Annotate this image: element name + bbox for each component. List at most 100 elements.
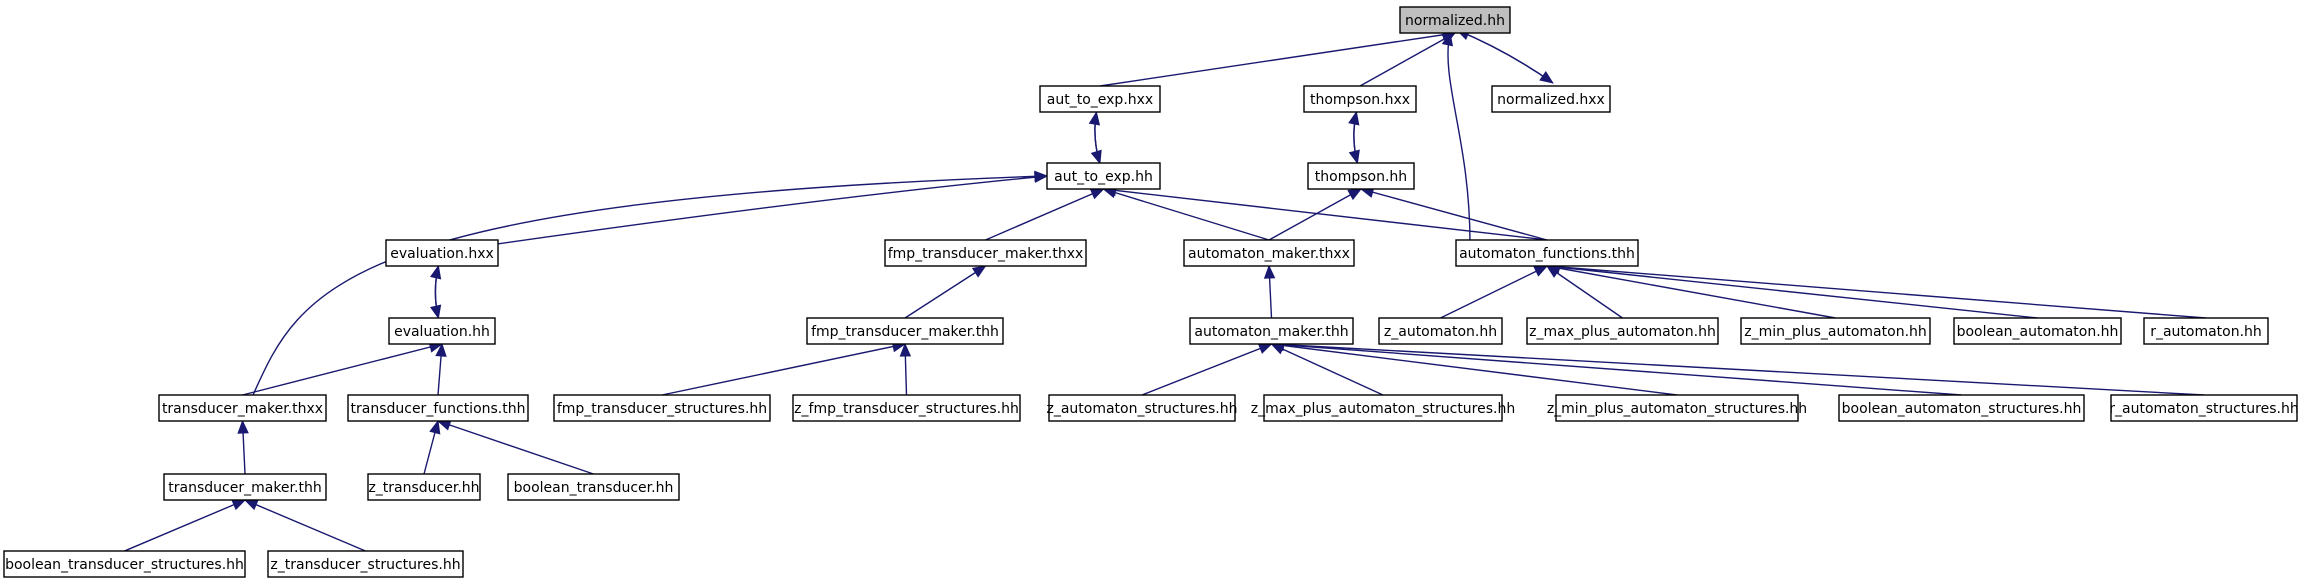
node-box[interactable] — [347, 394, 529, 422]
edge-boolean_transducer_hh-to-transducer_functions_thh — [437, 420, 594, 475]
node-z-min-plus-automaton-hh[interactable]: z_min_plus_automaton.hh — [1740, 317, 1931, 345]
node-z-min-plus-automaton-structures-hh[interactable]: z_min_plus_automaton_structures.hh — [1547, 394, 1807, 422]
node-z-automaton-structures-hh[interactable]: z_automaton_structures.hh — [1046, 394, 1238, 422]
node-automaton-functions-thh[interactable]: automaton_functions.thh — [1455, 239, 1639, 267]
node-box[interactable] — [1399, 6, 1511, 34]
arrowhead-normalized_hh-to-normalized_hxx — [1539, 70, 1554, 84]
node-z-fmp-transducer-structures-hh[interactable]: z_fmp_transducer_structures.hh — [792, 394, 1021, 422]
edge-normalized_hxx-to-normalized_hh — [1456, 29, 1554, 84]
node-box[interactable] — [1455, 239, 1639, 267]
node-transducer-maker-thxx[interactable]: transducer_maker.thxx — [158, 394, 327, 422]
node-box[interactable] — [884, 239, 1087, 267]
node-z-transducer-hh[interactable]: z_transducer.hh — [367, 473, 481, 501]
node-thompson-hxx[interactable]: thompson.hxx — [1303, 85, 1417, 113]
node-box[interactable] — [1189, 317, 1354, 345]
node-box[interactable] — [163, 473, 327, 501]
edge-z_automaton_hh-to-automaton_functions_thh — [1440, 265, 1548, 319]
node-aut-to-exp-hxx[interactable]: aut_to_exp.hxx — [1039, 85, 1161, 113]
node-box[interactable] — [1526, 317, 1719, 345]
node-box[interactable] — [158, 394, 327, 422]
node-label: thompson.hh — [1315, 169, 1407, 185]
node-box[interactable] — [1491, 85, 1611, 113]
node-z-max-plus-automaton-hh[interactable]: z_max_plus_automaton.hh — [1526, 317, 1719, 345]
node-box[interactable] — [1838, 394, 2085, 422]
node-box[interactable] — [1307, 162, 1415, 190]
arrowhead-thompson_hxx-to-thompson_hh — [1348, 149, 1360, 165]
node-label: automaton_functions.thh — [1459, 246, 1635, 262]
node-box[interactable] — [507, 473, 680, 501]
node-fmp-transducer-maker-thh[interactable]: fmp_transducer_maker.thh — [806, 317, 1004, 345]
edge-automaton_functions_thh-to-thompson_hh — [1360, 188, 1548, 241]
node-evaluation-hh[interactable]: evaluation.hh — [388, 317, 496, 345]
node-box[interactable] — [792, 394, 1021, 422]
edge-boolean_automaton_structures_hh-to-automaton_maker_thh — [1271, 343, 1962, 396]
node-boolean-automaton-structures-hh[interactable]: boolean_automaton_structures.hh — [1838, 394, 2085, 422]
edge-z_automaton_structures_hh-to-automaton_maker_thh — [1141, 343, 1272, 396]
node-label: z_transducer_structures.hh — [270, 557, 460, 573]
node-normalized-hxx[interactable]: normalized.hxx — [1491, 85, 1611, 113]
arrowhead-z_transducer_structures_hh-to-transducer_maker_thh — [243, 499, 259, 511]
node-label: z_transducer.hh — [368, 480, 479, 496]
node-label: z_fmp_transducer_structures.hh — [794, 401, 1019, 417]
node-z-automaton-hh[interactable]: z_automaton.hh — [1378, 317, 1503, 345]
edge-r_automaton_hh-to-automaton_functions_thh — [1546, 265, 2207, 319]
node-label: transducer_maker.thxx — [162, 401, 323, 417]
node-box[interactable] — [1183, 239, 1355, 267]
arrowhead-thompson_hh-to-thompson_hxx — [1348, 110, 1360, 126]
node-box[interactable] — [1039, 85, 1161, 113]
arrowhead-fmp_transducer_maker_thxx-to-aut_to_exp_hh — [1089, 188, 1105, 200]
node-box[interactable] — [367, 473, 481, 501]
node-box[interactable] — [388, 317, 496, 345]
node-label: boolean_automaton.hh — [1957, 324, 2119, 340]
node-label: z_automaton_structures.hh — [1046, 401, 1237, 417]
arrowhead-boolean_transducer_structures_hh-to-transducer_maker_thh — [231, 499, 247, 511]
nodes-layer: normalized.hh aut_to_exp.hxx thompson.hxx n… — [3, 6, 2299, 578]
arrowhead-z_automaton_hh-to-automaton_functions_thh — [1533, 265, 1549, 277]
node-thompson-hh[interactable]: thompson.hh — [1307, 162, 1415, 190]
edge-thompson_hxx-to-normalized_hh — [1359, 32, 1456, 87]
node-aut-to-exp-hh[interactable]: aut_to_exp.hh — [1046, 162, 1161, 190]
node-z-max-plus-automaton-structures-hh[interactable]: z_max_plus_automaton_structures.hh — [1251, 394, 1515, 422]
node-box[interactable] — [806, 317, 1004, 345]
node-r-automaton-hh[interactable]: r_automaton.hh — [2143, 317, 2269, 345]
node-boolean-transducer-structures-hh[interactable]: boolean_transducer_structures.hh — [3, 550, 246, 578]
edge-z_transducer_structures_hh-to-transducer_maker_thh — [244, 499, 366, 552]
node-box[interactable] — [1046, 162, 1161, 190]
node-box[interactable] — [2143, 317, 2269, 345]
node-box[interactable] — [1263, 394, 1503, 422]
node-transducer-maker-thh[interactable]: transducer_maker.thh — [163, 473, 327, 501]
node-evaluation-hxx[interactable]: evaluation.hxx — [385, 239, 499, 267]
node-box[interactable] — [1303, 85, 1417, 113]
node-label: transducer_maker.thh — [168, 480, 321, 496]
node-box[interactable] — [385, 239, 499, 267]
arrowhead-aut_to_exp_hxx-to-aut_to_exp_hh — [1090, 149, 1102, 165]
node-automaton-maker-thxx[interactable]: automaton_maker.thxx — [1183, 239, 1355, 267]
node-box[interactable] — [1953, 317, 2122, 345]
node-boolean-automaton-hh[interactable]: boolean_automaton.hh — [1953, 317, 2122, 345]
node-automaton-maker-thh[interactable]: automaton_maker.thh — [1189, 317, 1354, 345]
arrowhead-z_fmp_transducer_structures_hh-to-fmp_transducer_maker_thh — [899, 342, 912, 357]
node-r-automaton-structures-hh[interactable]: r_automaton_structures.hh — [2109, 394, 2299, 422]
node-z-transducer-structures-hh[interactable]: z_transducer_structures.hh — [267, 550, 464, 578]
node-label: boolean_transducer_structures.hh — [5, 557, 244, 573]
edge-boolean_transducer_structures_hh-to-transducer_maker_thh — [124, 499, 246, 552]
node-transducer-functions-thh[interactable]: transducer_functions.thh — [347, 394, 529, 422]
node-box[interactable] — [2110, 394, 2298, 422]
node-box[interactable] — [1740, 317, 1931, 345]
edge-transducer_maker_thxx-to-evaluation_hh — [242, 343, 443, 396]
node-box[interactable] — [3, 550, 246, 578]
arrowhead-fmp_transducer_maker_thh-to-fmp_transducer_maker_thxx — [971, 265, 987, 278]
node-normalized-hh[interactable]: normalized.hh — [1399, 6, 1511, 34]
node-label: z_min_plus_automaton.hh — [1744, 324, 1927, 340]
node-fmp-transducer-maker-thxx[interactable]: fmp_transducer_maker.thxx — [884, 239, 1087, 267]
node-box[interactable] — [1378, 317, 1503, 345]
node-fmp-transducer-structures-hh[interactable]: fmp_transducer_structures.hh — [553, 394, 771, 422]
node-boolean-transducer-hh[interactable]: boolean_transducer.hh — [507, 473, 680, 501]
edge-automaton_maker_thxx-to-thompson_hh — [1268, 188, 1362, 241]
node-box[interactable] — [1048, 394, 1236, 422]
edge-z_min_plus_automaton_structures_hh-to-automaton_maker_thh — [1271, 343, 1678, 396]
node-box[interactable] — [267, 550, 464, 578]
node-box[interactable] — [553, 394, 771, 422]
node-box[interactable] — [1555, 394, 1799, 422]
